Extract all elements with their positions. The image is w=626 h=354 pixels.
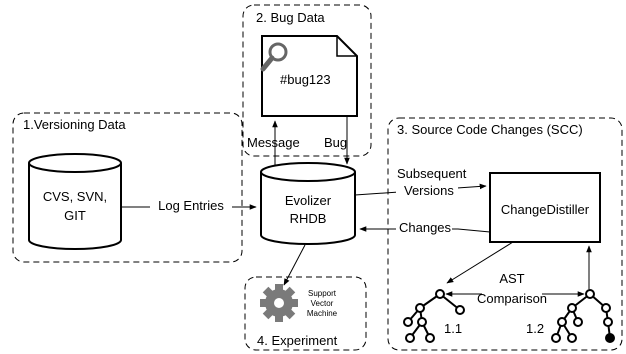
scc-group-title: 3. Source Code Changes (SCC): [397, 122, 583, 137]
vcs-label-line1: CVS, SVN,: [43, 189, 107, 204]
ast-tree-right: [551, 289, 615, 343]
edge-ast-comparison-line2: Comparison: [477, 291, 547, 306]
edge-rhdb-svm: [283, 244, 306, 286]
bug-data-group: [242, 4, 372, 157]
ast-node: [415, 303, 425, 313]
edge-changes: [359, 226, 491, 233]
versioning-group-title: 1.Versioning Data: [23, 117, 126, 132]
ast-node: [567, 333, 577, 343]
ast-node: [405, 333, 415, 343]
changedistiller-label: ChangeDistiller: [501, 202, 590, 217]
ast-node: [573, 317, 583, 327]
edge-log-entries-label: Log Entries: [158, 198, 224, 213]
edge-message-label: Message: [247, 135, 300, 150]
edge-ast-comparison-line1: AST: [499, 271, 524, 286]
svm-label-line2: Vector: [311, 299, 334, 308]
svm-node: Support Vector Machine: [260, 284, 338, 322]
bug-data-group-title: 2. Bug Data: [256, 10, 325, 25]
edge-bug-label: Bug: [324, 135, 347, 150]
database-icon: [28, 163, 122, 250]
tree-left-label: 1.1: [444, 321, 462, 336]
edge-distiller-left-tree: [446, 241, 514, 284]
ast-node: [403, 317, 413, 327]
ast-node: [585, 289, 595, 299]
versioning-group: [12, 112, 243, 263]
magnifier-icon: [260, 42, 288, 72]
ast-node: [601, 303, 611, 313]
bug-document: #bug123: [260, 35, 358, 117]
scc-group: [387, 117, 623, 351]
rhdb-database: Evolizer RHDB: [260, 162, 356, 245]
gear-icon: [260, 284, 298, 322]
svm-label-line3: Machine: [307, 309, 338, 318]
changedistiller-node: ChangeDistiller: [489, 172, 601, 243]
rhdb-label-line2: RHDB: [290, 211, 327, 226]
ast-node: [551, 333, 561, 343]
vcs-database: CVS, SVN, GIT: [28, 153, 122, 250]
ast-node: [417, 317, 427, 327]
ast-node: [603, 317, 613, 327]
svm-label-line1: Support: [308, 289, 337, 298]
rhdb-label-line1: Evolizer: [285, 193, 332, 208]
tree-right-label: 1.2: [526, 321, 544, 336]
edge-subsequent-versions-line2: Versions: [404, 183, 454, 198]
bug-id: #bug123: [280, 72, 331, 87]
ast-node-changed: [605, 333, 615, 343]
edge-changes-label: Changes: [399, 220, 452, 235]
ast-node: [435, 289, 445, 299]
ast-node: [425, 333, 435, 343]
experiment-group: [244, 276, 367, 351]
edge-subsequent-versions-line1: Subsequent: [397, 166, 467, 181]
ast-node: [455, 305, 465, 315]
ast-tree-left: [403, 289, 465, 343]
experiment-group-title: 4. Experiment: [257, 333, 338, 348]
vcs-label-line2: GIT: [64, 208, 86, 223]
ast-node: [557, 317, 567, 327]
database-icon: [260, 172, 356, 245]
ast-node: [567, 303, 577, 313]
